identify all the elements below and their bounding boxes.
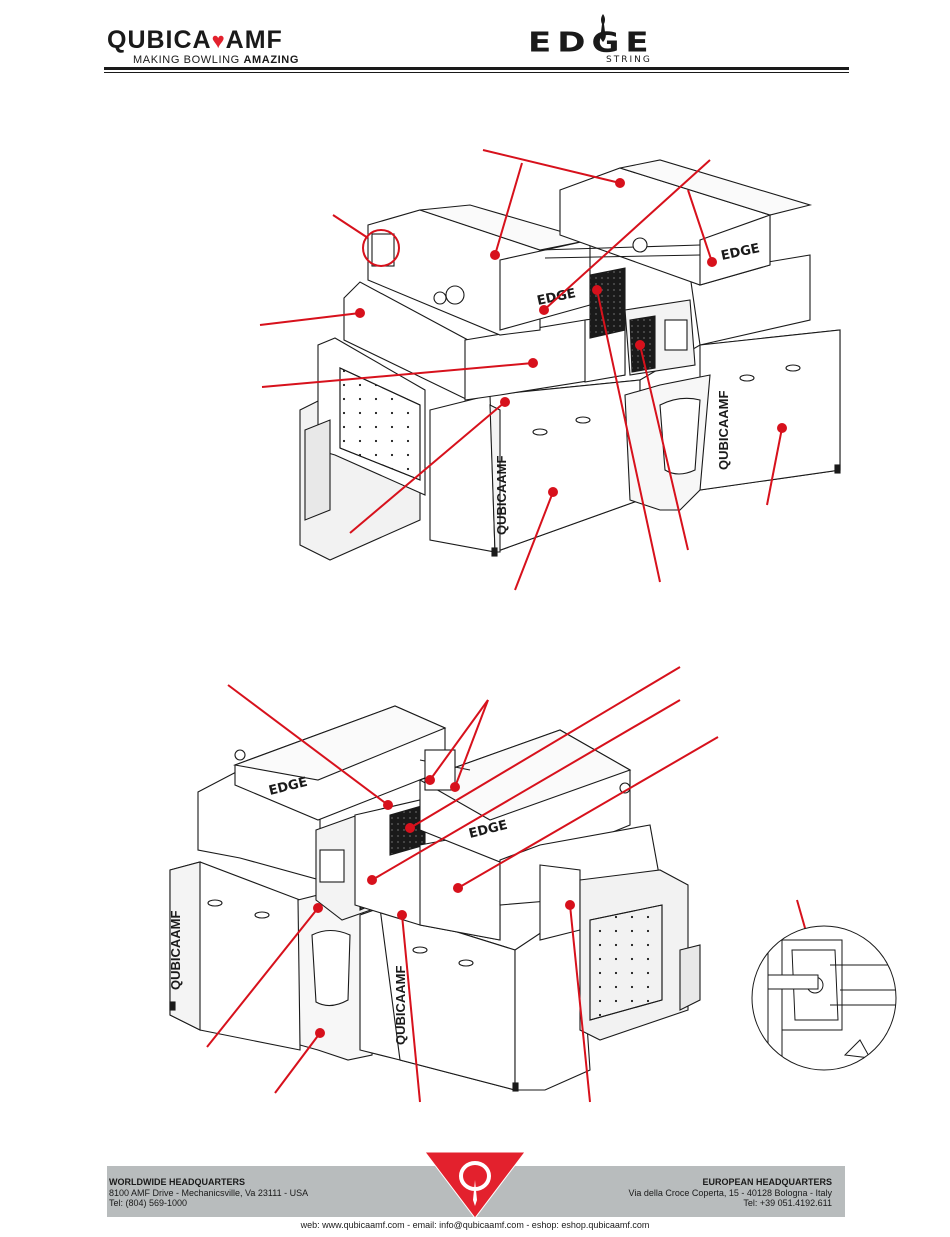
header-rule-thin bbox=[104, 72, 849, 73]
worldwide-hq-address: 8100 AMF Drive - Mechanicsville, Va 2311… bbox=[109, 1187, 309, 1198]
top-right-brand: QUBICAAMF bbox=[716, 391, 731, 470]
brand-left-text: QUBICA bbox=[107, 26, 212, 54]
string-logo-text: STRING bbox=[606, 55, 652, 65]
worldwide-hq-phone: Tel: (804) 569-1000 bbox=[109, 1198, 188, 1208]
brand-heart-icon: ♥ bbox=[211, 28, 226, 53]
bottom-left-brand: QUBICAAMF bbox=[168, 911, 183, 990]
bottom-machine-drawing bbox=[169, 705, 701, 1092]
edge-logo-text: EDGE bbox=[528, 26, 655, 59]
detail-inset bbox=[751, 925, 897, 1071]
header-rule-thick bbox=[104, 67, 849, 70]
top-detail-circle bbox=[362, 229, 400, 267]
qubicaamf-shield-icon bbox=[423, 1151, 527, 1219]
european-hq-phone: Tel: +39 051.4192.611 bbox=[743, 1198, 832, 1208]
european-hq: EUROPEAN HEADQUARTERS Via della Croce Co… bbox=[629, 1177, 832, 1209]
edge-string-logo: EDGE STRING bbox=[528, 12, 674, 66]
top-callouts bbox=[259, 149, 787, 591]
brand-wordmark: QUBICA♥AMF bbox=[107, 27, 339, 54]
footer-web-line: web: www.qubicaamf.com - email: info@qub… bbox=[300, 1220, 650, 1230]
european-hq-title: EUROPEAN HEADQUARTERS bbox=[702, 1177, 832, 1187]
top-side-brand: QUBICAAMF bbox=[494, 456, 509, 535]
bottom-center-brand: QUBICAAMF bbox=[393, 966, 408, 1045]
tagline-prefix: MAKING BOWLING bbox=[133, 54, 244, 66]
pin-icon bbox=[600, 14, 606, 42]
european-hq-address: Via della Croce Coperta, 15 - 40128 Bolo… bbox=[628, 1187, 832, 1198]
qubicaamf-logo: QUBICA♥AMF MAKING BOWLING AMAZING bbox=[107, 27, 339, 66]
brand-right-text: AMF bbox=[225, 26, 283, 54]
worldwide-hq: WORLDWIDE HEADQUARTERS 8100 AMF Drive - … bbox=[109, 1177, 308, 1209]
worldwide-hq-title: WORLDWIDE HEADQUARTERS bbox=[109, 1177, 245, 1187]
tagline-bold: AMAZING bbox=[243, 54, 299, 66]
top-machine-drawing bbox=[299, 159, 841, 561]
brand-tagline: MAKING BOWLING AMAZING bbox=[133, 54, 339, 66]
